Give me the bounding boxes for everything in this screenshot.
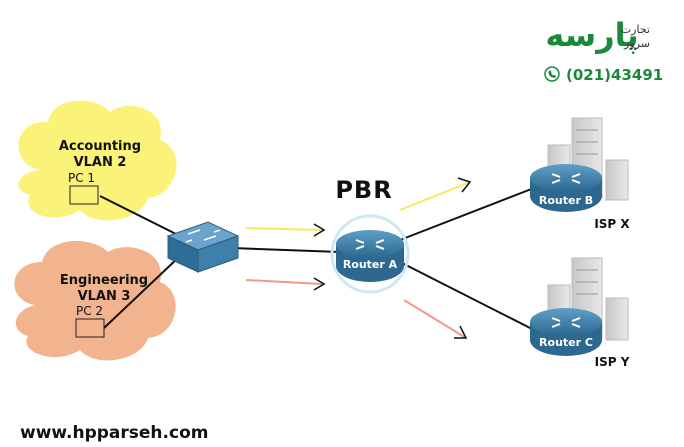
cloud-accounting-vlan: VLAN 2 — [74, 155, 127, 170]
cloud-accounting-name: Accounting — [59, 139, 141, 154]
brand-logo: پارسه تجارت سرور — [545, 16, 650, 54]
arrow-accounting-in — [245, 227, 323, 231]
router-a-icon — [330, 214, 410, 294]
phone-icon — [544, 66, 560, 82]
link-switch-router-a — [231, 247, 341, 253]
arrow-engineering-in — [245, 279, 323, 285]
pc1-icon — [69, 185, 99, 205]
isp-y-label: ISP Y — [595, 355, 630, 369]
pc2-label: PC 2 — [76, 304, 103, 318]
router-c-icon — [530, 308, 602, 356]
brand-tagline-bottom: سرور — [623, 37, 650, 50]
footer-url[interactable]: www.hpparseh.com — [20, 423, 208, 443]
brand-tagline-top: تجارت — [621, 23, 650, 36]
diagram-title: PBR — [335, 176, 392, 204]
router-b-icon — [530, 164, 602, 212]
arrow-accounting-out — [399, 181, 471, 211]
cloud-engineering-vlan: VLAN 3 — [78, 289, 131, 304]
cloud-accounting — [18, 100, 177, 221]
pc1-label: PC 1 — [68, 171, 95, 185]
link-pc2-switch — [103, 255, 181, 329]
arrow-engineering-out — [403, 299, 467, 339]
router-b-label: Router B — [539, 194, 593, 207]
isp-x-label: ISP X — [594, 217, 630, 231]
cloud-engineering-name: Engineering — [60, 273, 148, 288]
link-pc1-switch — [99, 195, 181, 237]
router-c-label: Router C — [539, 336, 593, 349]
phone-number: (021)43491 — [566, 66, 663, 84]
link-router-a-router-c — [399, 261, 535, 331]
traffic-arrows — [245, 181, 471, 339]
network-links — [99, 187, 535, 331]
arrow-heads — [313, 177, 472, 339]
switch-icon — [166, 221, 240, 273]
router-a-label: Router A — [343, 258, 398, 271]
cloud-engineering — [14, 241, 176, 361]
phone-contact: (021)43491 — [544, 66, 663, 84]
brand-logo-text: پارسه — [545, 16, 638, 54]
link-router-a-router-b — [399, 187, 535, 241]
phone-handset-icon — [548, 70, 556, 78]
